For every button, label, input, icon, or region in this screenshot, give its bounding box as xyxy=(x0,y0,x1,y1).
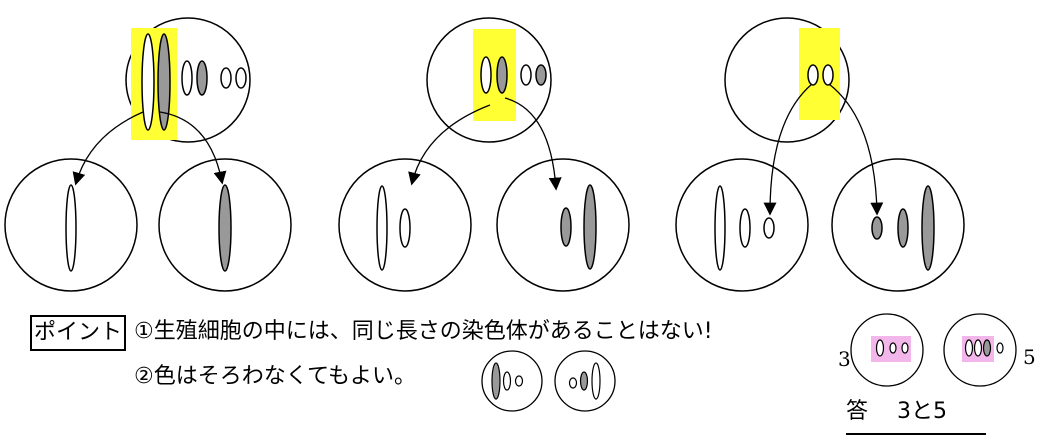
answer-number-3: 3 xyxy=(838,347,851,371)
answer-text: 答 3と5 xyxy=(846,399,947,424)
chromosome-short-white xyxy=(235,67,247,89)
example-cells-note2 xyxy=(481,350,616,412)
arrow-left xyxy=(408,104,491,186)
chromosome-short-gray xyxy=(535,64,547,86)
point-label: ポイント xyxy=(30,315,126,351)
chromosome-long-gray xyxy=(491,362,501,400)
chromosome-mid-white xyxy=(480,56,492,94)
chromosome-mid-white xyxy=(739,208,751,248)
chromosome-mid-white xyxy=(181,60,193,96)
arrow-left xyxy=(72,111,144,186)
chromosome-long-white xyxy=(376,185,388,271)
answer-cells xyxy=(850,313,1017,387)
chromosome-mid-white xyxy=(502,371,512,391)
chromosome-mid-white xyxy=(964,339,974,357)
chromosome-long-gray xyxy=(583,184,597,270)
note-1: ①生殖細胞の中には、同じ長さの染色体があることはない! xyxy=(134,319,713,344)
chromosome-mid-gray xyxy=(560,207,572,247)
arrow-right xyxy=(828,83,884,216)
arrow-right xyxy=(504,97,562,191)
chromosome-short-white xyxy=(822,64,834,86)
chromosome-mid-white xyxy=(399,208,411,248)
chromosome-long-gray xyxy=(921,185,935,271)
chromosome-mid-white xyxy=(875,339,885,357)
example-3 xyxy=(675,17,965,292)
note-2: ②色はそろわなくてもよい。 xyxy=(134,364,416,389)
chromosome-mid-gray xyxy=(982,339,992,357)
example-1 xyxy=(4,17,292,292)
chromosome-long-gray xyxy=(157,33,171,131)
highlight-3 xyxy=(799,28,840,120)
chromosome-mid-gray xyxy=(496,56,508,94)
chromosome-short-gray xyxy=(871,216,883,240)
chromosome-long-white xyxy=(65,184,77,272)
small-cell-left xyxy=(481,350,543,412)
chromosome-mid-gray xyxy=(196,60,208,96)
chromosome-short-white xyxy=(996,342,1004,354)
chromosome-long-white xyxy=(141,33,155,131)
chromosome-short-white xyxy=(901,342,909,354)
chromosome-mid-gray xyxy=(897,208,909,248)
chromosome-short-white xyxy=(807,64,819,86)
chromosome-short-white xyxy=(514,375,524,387)
chromosome-short-white xyxy=(520,64,532,86)
highlight-2 xyxy=(473,29,516,121)
chromosome-mid-gray xyxy=(579,371,589,391)
arrow-left xyxy=(763,83,813,216)
answer-underline xyxy=(846,433,986,435)
chromosome-short-white xyxy=(889,342,897,354)
example-2 xyxy=(338,17,630,292)
chromosome-long-white xyxy=(591,362,601,400)
arrow-right xyxy=(159,111,227,185)
chromosome-short-white xyxy=(763,217,775,239)
answer-number-5: 5 xyxy=(1023,345,1036,369)
chromosome-long-gray xyxy=(218,184,232,272)
chromosome-mid-white xyxy=(973,339,983,357)
chromosome-long-white xyxy=(714,185,726,271)
chromosome-short-white xyxy=(568,377,578,389)
chromosome-short-white xyxy=(220,67,232,89)
